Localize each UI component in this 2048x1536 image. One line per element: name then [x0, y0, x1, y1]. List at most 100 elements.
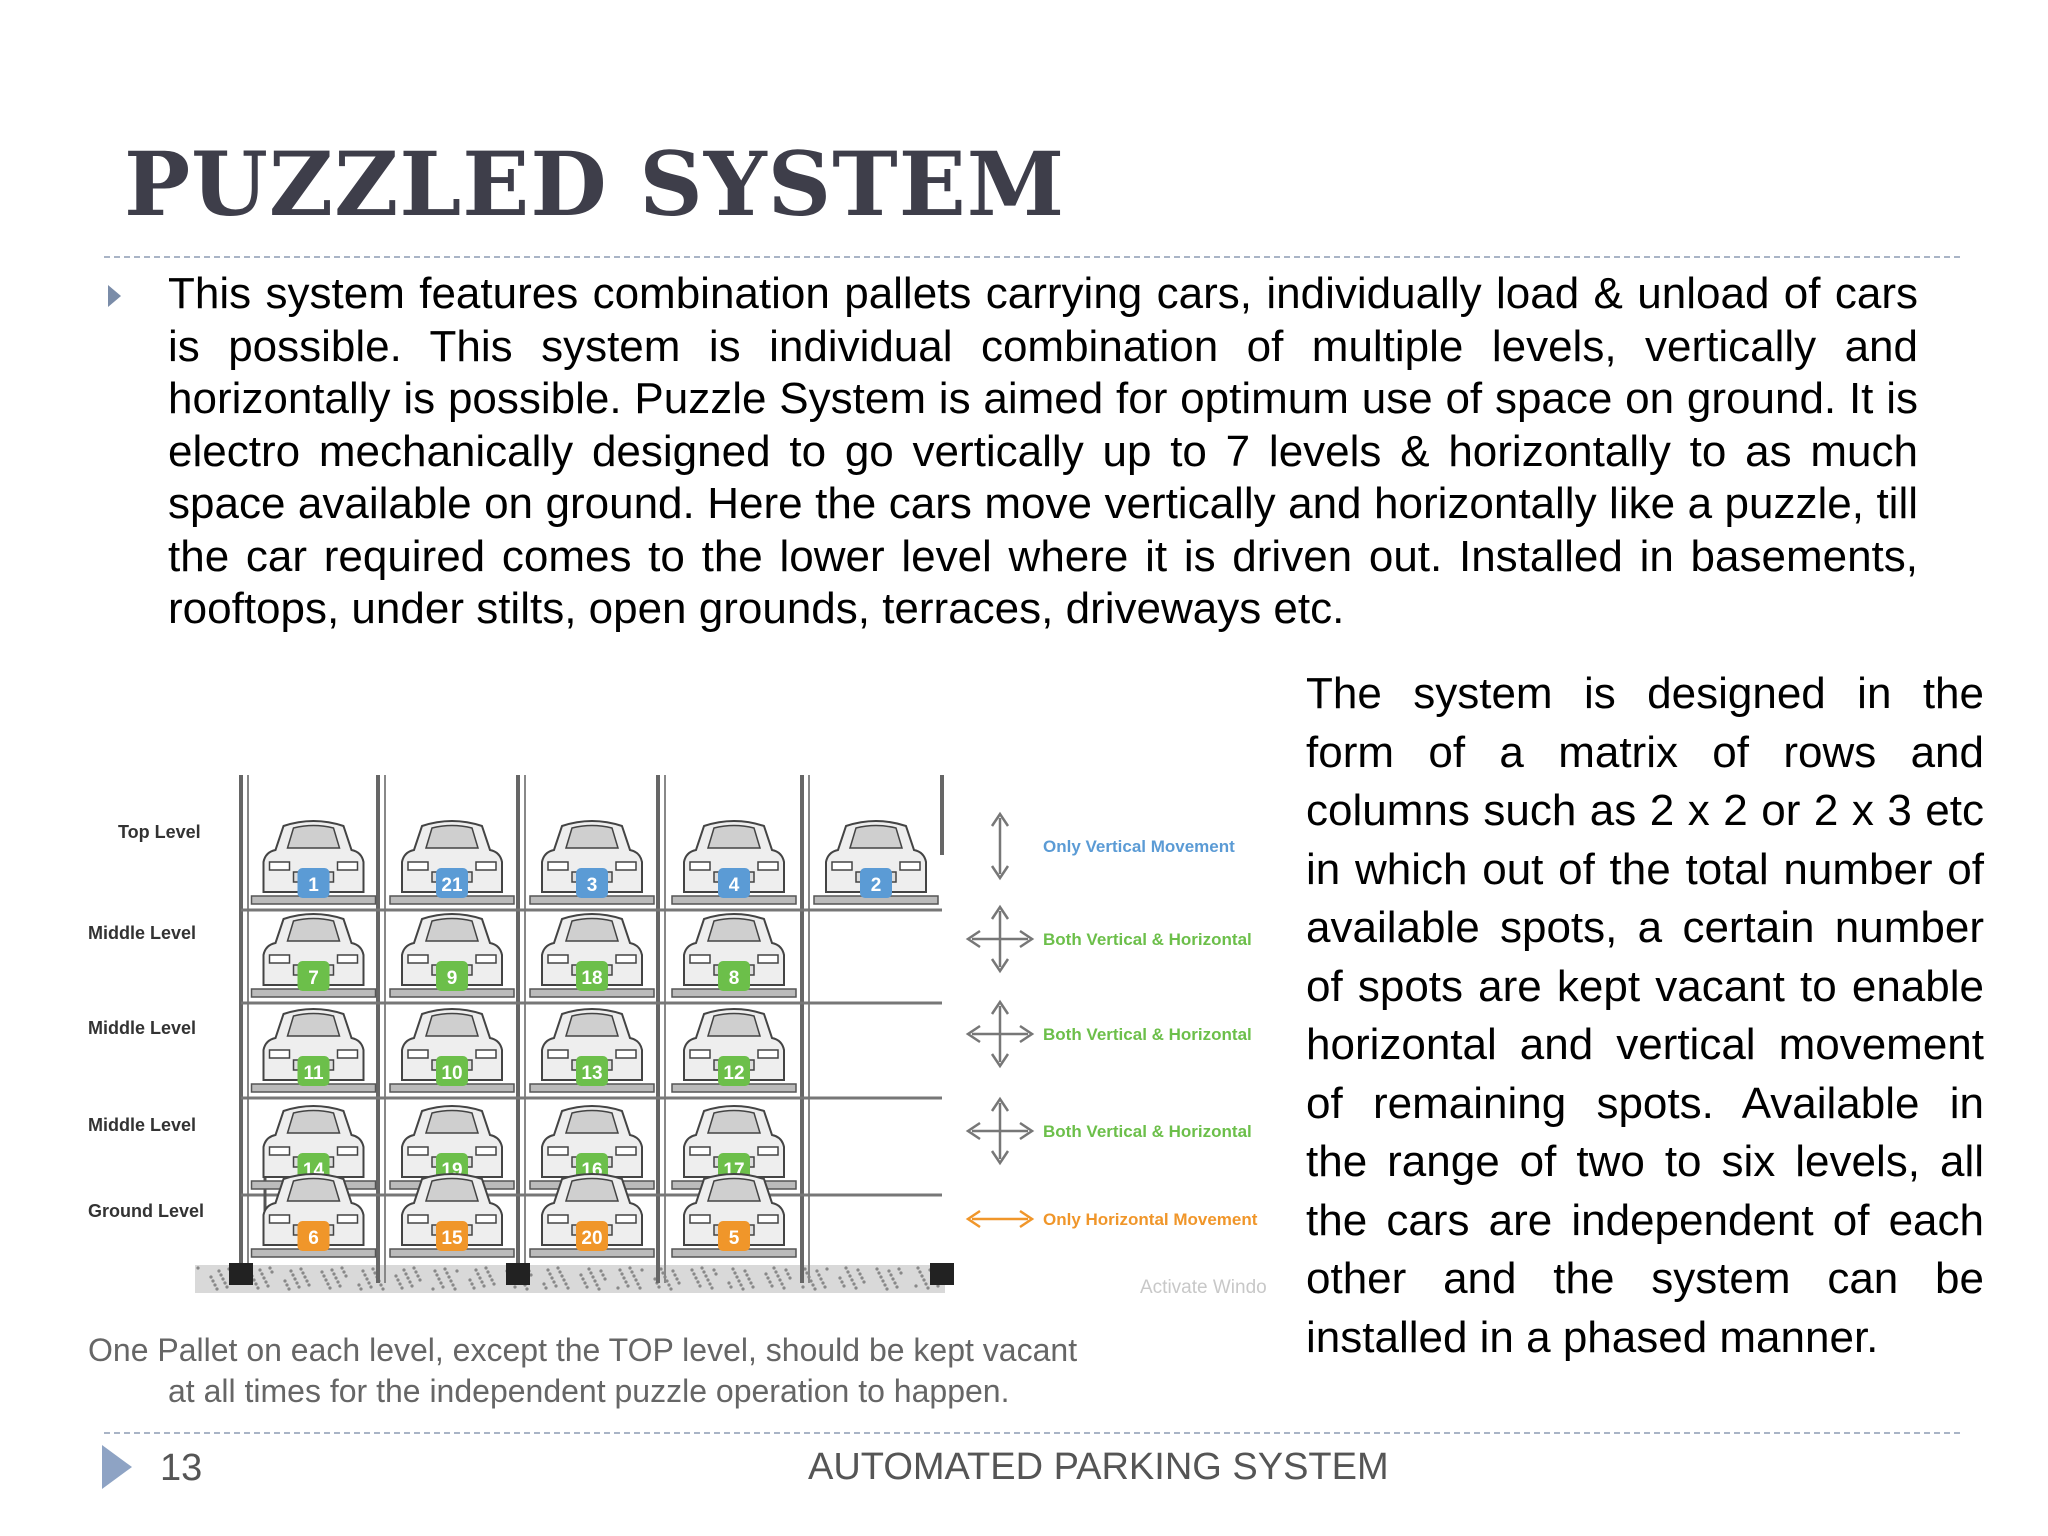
- body-paragraph: This system features combination pallets…: [168, 269, 1918, 633]
- footer-arrow-icon: [102, 1445, 132, 1489]
- car-body: [262, 820, 365, 893]
- movement-label: Only Vertical Movement: [1043, 837, 1235, 856]
- car-headlight: [475, 1214, 497, 1224]
- car-icon: 21: [389, 820, 515, 905]
- car-windshield: [286, 1012, 341, 1037]
- gravel-dot: [217, 1269, 221, 1273]
- gravel-dot: [359, 1287, 363, 1291]
- gravel-dot: [809, 1279, 813, 1283]
- car-headlight: [475, 861, 497, 871]
- gravel-dot: [632, 1274, 636, 1278]
- gravel-dot: [587, 1267, 591, 1271]
- gravel-dot: [745, 1273, 749, 1277]
- spot-number: 8: [729, 968, 740, 989]
- arrow-head-up: [990, 999, 1010, 1015]
- gravel-dot: [879, 1275, 883, 1279]
- gravel-dot: [579, 1273, 583, 1277]
- arrow-head-left: [965, 929, 981, 949]
- car-icon: 8: [671, 913, 797, 998]
- spot-number: 5: [729, 1228, 740, 1249]
- car-windshield: [286, 1177, 341, 1202]
- car-icon: 18: [529, 913, 655, 998]
- side-paragraph: The system is designed in the form of a …: [1306, 669, 1984, 1362]
- gravel-dot: [373, 1271, 377, 1275]
- gravel-dot: [657, 1285, 661, 1289]
- car-body: [541, 820, 643, 893]
- car-headlight: [547, 954, 569, 964]
- car-windshield: [286, 824, 341, 849]
- car-body: [683, 1173, 785, 1246]
- title-divider: [104, 256, 1960, 258]
- arrow-head-up: [990, 904, 1010, 920]
- gravel-dot: [484, 1266, 488, 1270]
- gravel-dot: [254, 1282, 258, 1286]
- gravel-dot: [916, 1266, 920, 1270]
- car-windshield: [706, 917, 762, 942]
- gravel-dot: [365, 1277, 369, 1281]
- gravel-dot: [256, 1286, 260, 1290]
- arrow-head-down: [990, 1150, 1010, 1166]
- gravel-dot: [334, 1276, 338, 1280]
- gravel-dot: [470, 1282, 474, 1286]
- gravel-dot: [472, 1286, 476, 1290]
- gravel-dot: [328, 1286, 332, 1290]
- gravel-dot: [815, 1269, 819, 1273]
- gravel-dot: [774, 1270, 778, 1274]
- gravel-dot: [805, 1271, 809, 1275]
- gravel-dot: [552, 1280, 556, 1284]
- car-headlight: [475, 954, 497, 964]
- gravel-dot: [671, 1269, 675, 1273]
- gravel-dot: [414, 1270, 418, 1274]
- car-headlight: [268, 1049, 291, 1059]
- gravel-dot: [862, 1280, 866, 1284]
- movement-label: Both Vertical & Horizontal: [1043, 930, 1252, 949]
- gravel-dot: [673, 1273, 677, 1277]
- car-headlight: [407, 1146, 429, 1156]
- car-headlight: [268, 1214, 291, 1224]
- gravel-dot: [225, 1285, 229, 1289]
- gravel-dot: [213, 1283, 217, 1287]
- gravel-dot: [476, 1272, 480, 1276]
- gravel-dot: [564, 1282, 568, 1286]
- gravel-dot: [626, 1284, 630, 1288]
- gravel-dot: [585, 1285, 589, 1289]
- gravel-dot: [690, 1268, 694, 1272]
- gravel-dot: [731, 1267, 735, 1271]
- gravel-dot: [591, 1275, 595, 1279]
- gravel-dot: [819, 1277, 823, 1281]
- car-body: [401, 1173, 503, 1246]
- gravel-dot: [402, 1268, 406, 1272]
- gravel-dot: [782, 1286, 786, 1290]
- gravel-dot: [451, 1283, 455, 1287]
- car-windshield: [706, 824, 762, 849]
- gravel-dot: [846, 1270, 850, 1274]
- level-label: Top Level: [118, 822, 201, 842]
- car-headlight: [407, 1049, 429, 1059]
- movement-label: Only Horizontal Movement: [1043, 1210, 1258, 1229]
- spot-number: 1: [308, 875, 319, 896]
- car-headlight: [475, 1049, 497, 1059]
- gravel-dot: [410, 1284, 414, 1288]
- level-label: Middle Level: [88, 1115, 196, 1135]
- gravel-dot: [628, 1266, 632, 1270]
- gravel-dot: [704, 1274, 708, 1278]
- gravel-dot: [418, 1278, 422, 1282]
- car-icon: 6: [250, 1173, 377, 1258]
- gravel-dot: [597, 1287, 601, 1291]
- car-body: [401, 913, 503, 986]
- gravel-dot: [283, 1279, 287, 1283]
- gravel-dot: [858, 1272, 862, 1276]
- car-headlight: [547, 861, 569, 871]
- gravel-dot: [268, 1266, 272, 1270]
- gravel-dot: [330, 1268, 334, 1272]
- car-headlight: [407, 954, 429, 964]
- gravel-dot: [936, 1284, 940, 1288]
- gravel-dot: [583, 1281, 587, 1285]
- gravel-dot: [361, 1269, 365, 1273]
- gravel-dot: [856, 1268, 860, 1272]
- car-body: [683, 1105, 785, 1178]
- spot-number: 20: [581, 1228, 602, 1249]
